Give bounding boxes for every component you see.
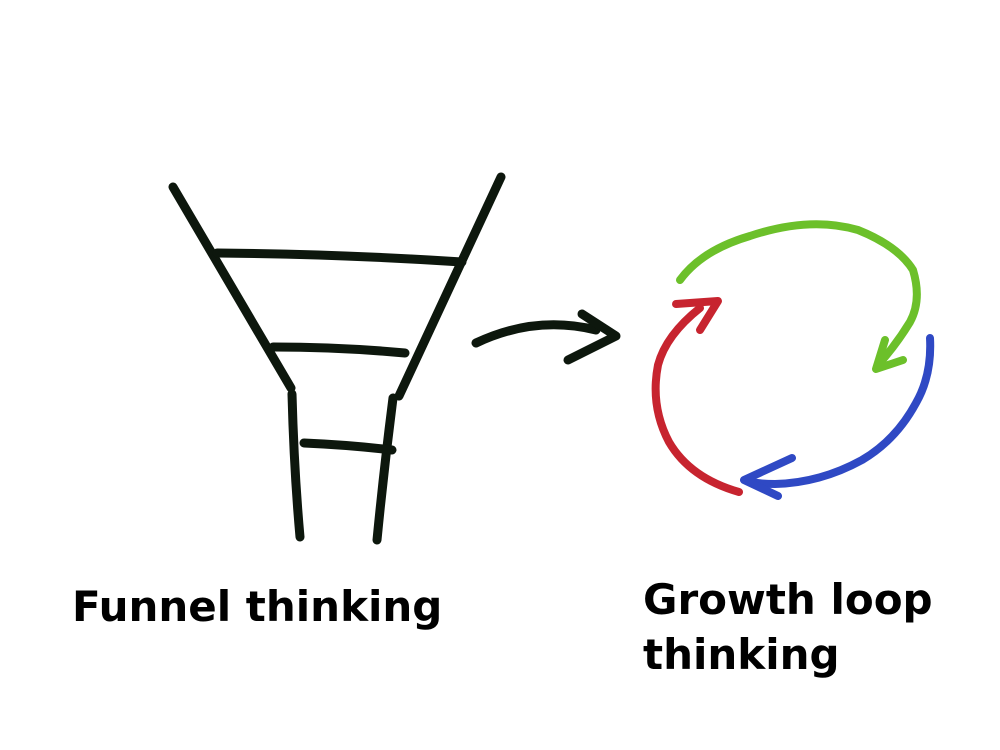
loop-red-arrowhead <box>672 297 722 334</box>
funnel-stem-right <box>372 393 398 545</box>
loop-blue-arrowhead <box>740 454 796 500</box>
loop-green-arrowhead <box>872 336 907 373</box>
funnel-thinking-label: Funnel thinking <box>72 582 443 631</box>
loop-green-arc <box>676 220 921 369</box>
growth-loop-thinking-label: Growth loop thinking <box>643 575 933 679</box>
arrow-shaft <box>471 320 601 348</box>
arrow-head <box>563 309 621 365</box>
funnel-stem-bar <box>299 438 397 455</box>
loop-blue-arc <box>741 334 935 488</box>
funnel-middle-bar <box>268 342 410 358</box>
funnel-stem-left <box>287 389 305 542</box>
cycle-arrows-icon <box>651 220 935 500</box>
funnel-left-wall <box>168 182 296 393</box>
loop-red-arc <box>651 304 743 496</box>
funnel-right-wall <box>394 172 506 401</box>
funnel-drawing <box>168 172 506 545</box>
right-arrow-icon <box>471 309 621 365</box>
funnel-top-bar <box>212 248 467 267</box>
